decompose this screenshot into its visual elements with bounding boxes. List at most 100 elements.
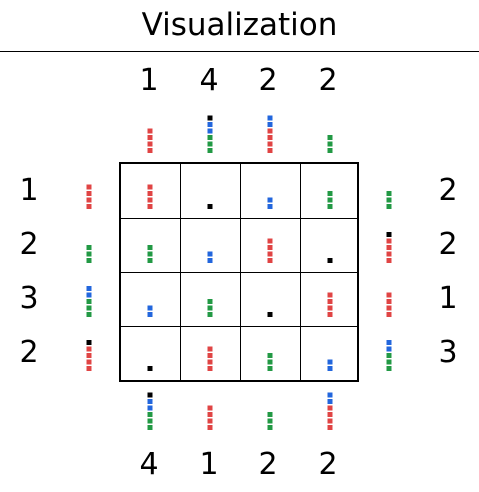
tower-block	[327, 305, 333, 311]
puzzle-grid	[119, 162, 359, 382]
tower-block	[386, 251, 392, 257]
tower-block	[86, 286, 92, 291]
page-title: Visualization	[141, 7, 338, 43]
tower-block	[86, 299, 92, 304]
tower-block	[327, 359, 333, 365]
tower-block	[267, 135, 273, 140]
tower-block	[207, 346, 213, 352]
tower-block	[267, 115, 273, 121]
top-clue-4: 2	[318, 63, 338, 98]
tower-block	[386, 299, 392, 304]
tower-block	[267, 353, 273, 358]
tower-block	[207, 312, 213, 317]
tower-block	[207, 204, 213, 209]
tower-block	[86, 346, 92, 352]
tower-block	[327, 141, 333, 147]
tower-block	[267, 245, 273, 250]
bottom-visible-stack-2	[207, 405, 213, 430]
tower-block	[207, 115, 213, 121]
tower-block	[327, 258, 333, 263]
tower-block	[207, 299, 213, 304]
tower-block	[327, 299, 333, 304]
top-visible-stack-1	[147, 128, 153, 153]
tower-block	[86, 191, 92, 196]
tower-block	[147, 204, 153, 209]
grid-line	[121, 272, 357, 273]
tower-block	[147, 245, 153, 250]
grid-line	[121, 326, 357, 327]
tower-block	[207, 258, 213, 263]
top-visible-stack-4	[327, 135, 333, 153]
tower-block	[267, 148, 273, 153]
right-clue-1: 2	[438, 173, 458, 208]
left-visible-stack-1	[86, 184, 92, 209]
tower-block	[386, 346, 392, 352]
tower-block	[327, 392, 333, 398]
tower-block	[267, 197, 273, 203]
bottom-clue-3: 2	[258, 447, 278, 482]
cell-tower-r2-c1	[147, 245, 153, 263]
tower-block	[147, 312, 153, 317]
tower-block	[147, 197, 153, 203]
tower-block	[386, 305, 392, 311]
tower-block	[386, 340, 392, 345]
cell-tower-r4-c3	[267, 353, 273, 371]
tower-block	[207, 425, 213, 430]
tower-block	[147, 184, 153, 190]
top-clue-3: 2	[258, 63, 278, 98]
tower-block	[207, 135, 213, 140]
bottom-clue-4: 2	[318, 447, 338, 482]
tower-block	[327, 148, 333, 153]
cell-tower-r1-c4	[327, 191, 333, 209]
tower-block	[267, 204, 273, 209]
tower-block	[147, 399, 153, 404]
tower-block	[267, 312, 273, 317]
tower-block	[386, 232, 392, 237]
cell-tower-r2-c4	[327, 258, 333, 263]
tower-block	[207, 141, 213, 147]
top-visible-stack-2	[207, 115, 213, 153]
tower-block	[386, 359, 392, 365]
cell-tower-r3-c1	[147, 305, 153, 317]
tower-block	[327, 197, 333, 203]
tower-block	[147, 191, 153, 196]
tower-block	[207, 251, 213, 257]
cell-tower-r1-c3	[267, 197, 273, 209]
tower-block	[327, 399, 333, 404]
bottom-visible-stack-3	[267, 412, 273, 430]
grid-line	[121, 218, 357, 219]
right-visible-stack-2	[386, 232, 392, 263]
left-clue-3: 3	[19, 281, 39, 316]
left-visible-stack-3	[86, 286, 92, 317]
tower-block	[207, 305, 213, 311]
tower-block	[207, 359, 213, 365]
tower-block	[86, 312, 92, 317]
cell-tower-r3-c3	[267, 312, 273, 317]
tower-block	[86, 197, 92, 203]
cell-tower-r3-c2	[207, 299, 213, 317]
tower-block	[267, 359, 273, 365]
tower-block	[86, 359, 92, 365]
tower-block	[327, 425, 333, 430]
tower-block	[327, 405, 333, 411]
top-visible-stack-3	[267, 115, 273, 153]
tower-block	[327, 292, 333, 298]
tower-block	[86, 251, 92, 257]
bottom-clue-1: 4	[139, 447, 159, 482]
cell-tower-r1-c1	[147, 184, 153, 209]
tower-block	[147, 258, 153, 263]
tower-block	[207, 412, 213, 417]
tower-block	[86, 184, 92, 190]
tower-block	[86, 305, 92, 311]
tower-block	[147, 405, 153, 411]
tower-block	[207, 148, 213, 153]
tower-block	[327, 412, 333, 417]
left-clue-2: 2	[19, 227, 39, 262]
tower-block	[327, 191, 333, 196]
tower-block	[386, 197, 392, 203]
tower-block	[386, 191, 392, 196]
tower-block	[386, 312, 392, 317]
right-clue-4: 3	[438, 335, 458, 370]
tower-block	[386, 258, 392, 263]
